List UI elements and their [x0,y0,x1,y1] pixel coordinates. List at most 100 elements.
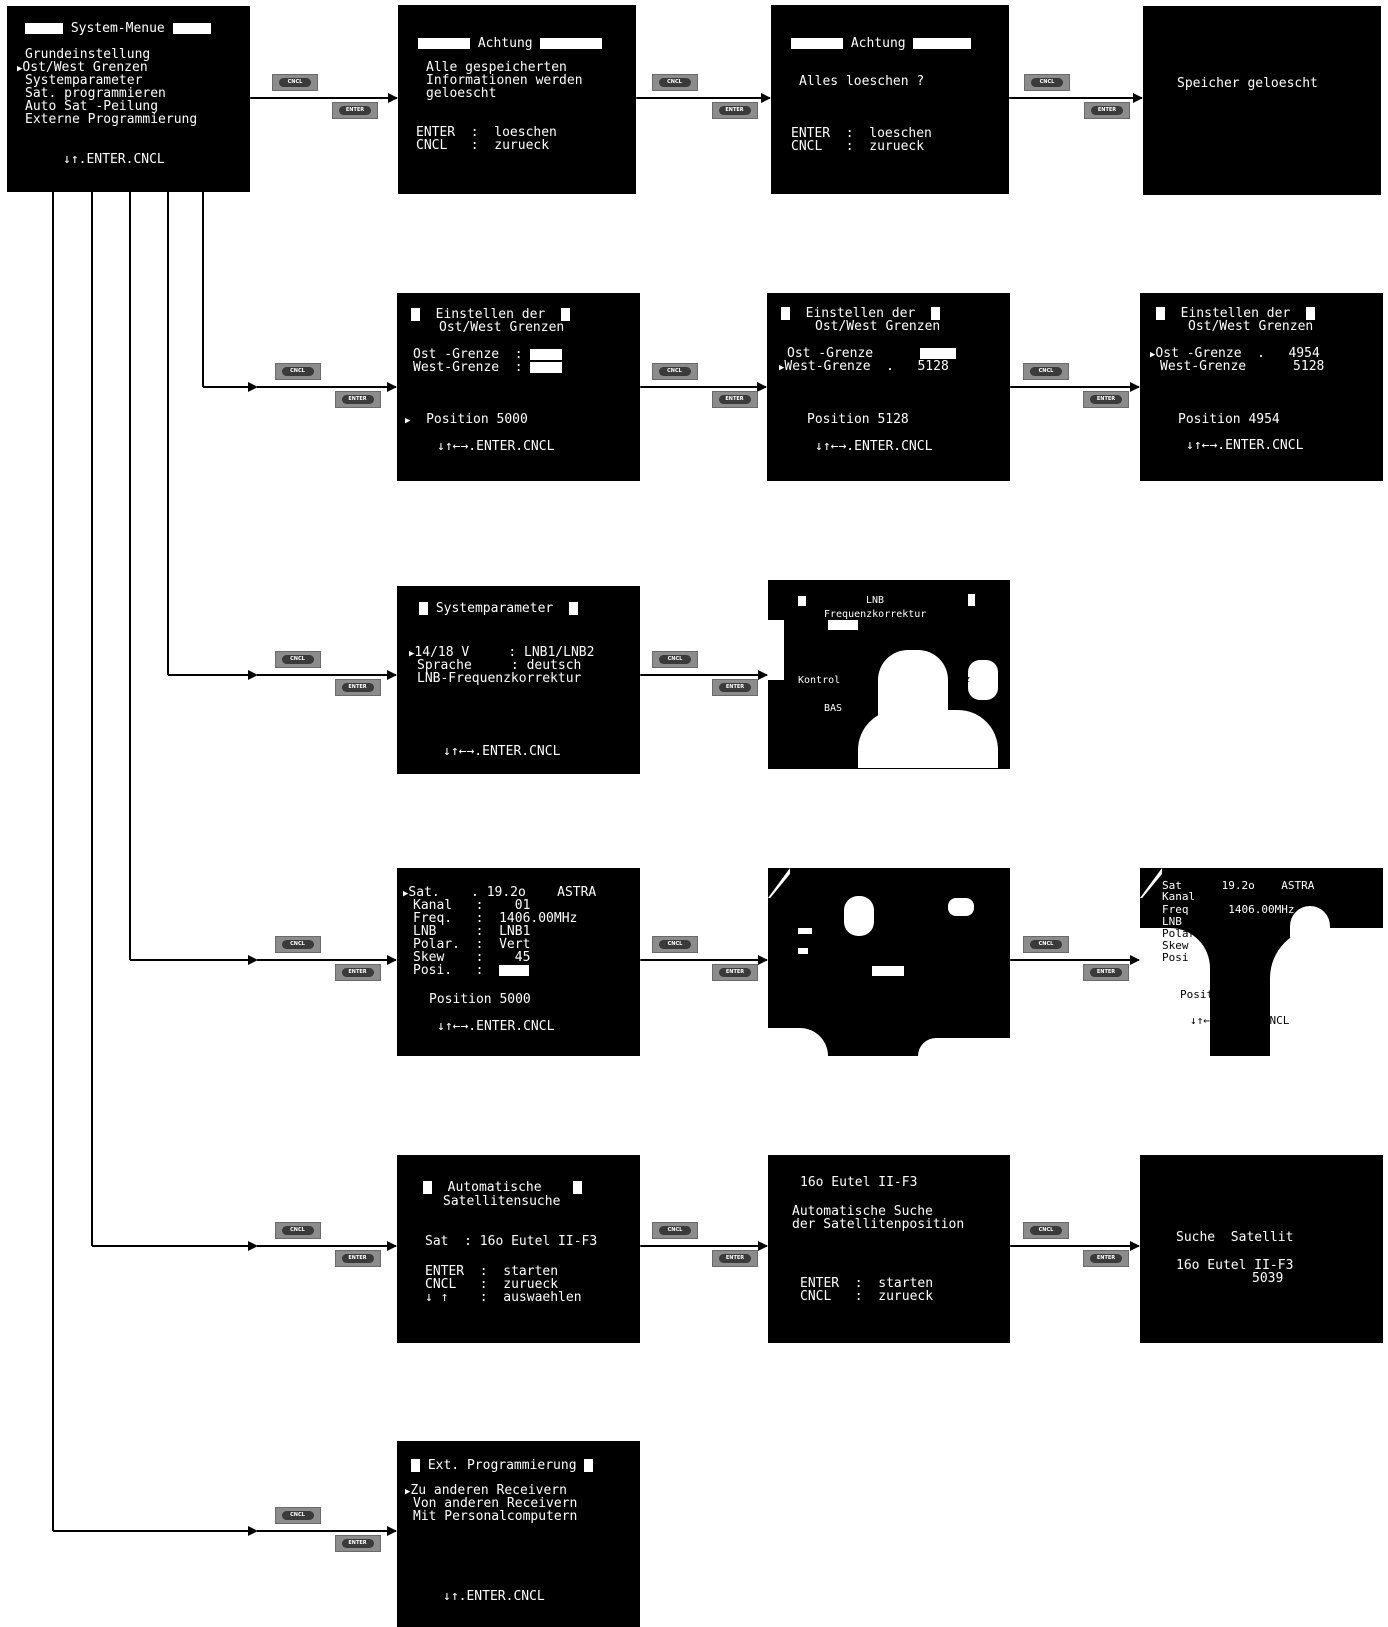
system-menu-screen: System-Menue Grundeinstellung ▶Ost/West … [7,6,250,192]
menu-item: Mit Personalcomputern [413,1509,578,1524]
key-hint: CNCL : zurueck [416,138,550,153]
enter-key-button[interactable]: ENTER [712,1250,758,1267]
enter-key-label: ENTER [719,1254,751,1263]
cncl-key-button[interactable]: CNCL [652,936,698,953]
overlay-text: MHz [954,675,971,685]
cncl-key-button[interactable]: CNCL [1023,363,1069,380]
cncl-key-button[interactable]: CNCL [274,1507,321,1524]
menu-item: Von anderen Receivern [413,1496,578,1511]
ost-west-screen-2: Einstellen der Ost/West Grenzen Ost -Gre… [767,293,1010,481]
cursor-marker: ▶ [17,64,23,74]
cursor-marker: ▶ [779,363,785,373]
cursor-marker: ▶ [1150,350,1156,360]
position-readout: Position 5000 [426,412,528,427]
enter-key-button[interactable]: ENTER [334,964,381,981]
cncl-key-button[interactable]: CNCL [274,1222,321,1239]
east-limit-value: Ost -Grenze . 4954 [1155,346,1320,361]
info-text: der Satellitenposition [792,1217,965,1232]
cncl-key-label: CNCL [658,367,691,376]
enter-key-button[interactable]: ENTER [711,102,758,119]
key-hint: ↓↑←→.ENTER.CNCL [1190,1014,1290,1027]
key-hint: ↓↑←→.ENTER.CNCL [1186,438,1304,453]
enter-key-button[interactable]: ENTER [712,964,758,981]
menu-item: Zu anderen Receivern [410,1483,567,1498]
status-text: Suche Satellit [1176,1230,1294,1245]
sat-row: Polar. : Vert [413,937,531,952]
cncl-key-button[interactable]: CNCL [651,74,698,91]
satellite-name: 16o Eutel II-F3 [800,1175,918,1190]
enter-key-button[interactable]: ENTER [334,1250,381,1267]
cncl-key-button[interactable]: CNCL [651,363,698,380]
key-hint: ENTER : loeschen [416,125,557,140]
ext-programming-screen: Ext. Programmierung ▶Zu anderen Receiver… [397,1441,640,1627]
enter-key-button[interactable]: ENTER [334,391,381,408]
cncl-key-label: CNCL [1030,367,1062,376]
cncl-key-label: CNCL [658,78,691,87]
key-hint: ↓↑←→.ENTER.CNCL [437,1019,555,1034]
auto-search-screen-3: Suche Satellit 16o Eutel II-F3 5039 [1140,1155,1383,1343]
screen-title: Satellitensuche [443,1194,561,1209]
key-hint: ↓↑←→.ENTER.CNCL [443,744,561,759]
menu-item: Externe Programmierung [25,112,198,127]
west-limit-value: West-Grenze 5128 [1160,359,1325,374]
enter-key-button[interactable]: ENTER [711,391,758,408]
sat-row: Kanal : 01 [413,898,531,913]
sat-row: Posi. : [413,963,484,978]
position-readout: Position 5128 [807,412,909,427]
menu-item: Auto Sat -Peilung [25,99,159,114]
cncl-key-button[interactable]: CNCL [272,74,318,91]
enter-key-button[interactable]: ENTER [712,679,758,696]
key-hint: ENTER : starten [800,1276,934,1291]
sat-row: Sat 19.2o ASTRA [1162,879,1315,892]
key-hint: ↓↑.ENTER.CNCL [63,152,165,167]
sat-program-video-screen-3: Sat 19.2o ASTRA Kanal Freq 1406.00MHz LN… [1140,868,1383,1056]
sat-program-screen-1: ▶Sat. . 19.2o ASTRA Kanal : 01 Freq. : 1… [397,868,640,1056]
cncl-key-button[interactable]: CNCL [652,651,698,668]
sat-row: Posi 5033 [1162,951,1255,964]
enter-key-button[interactable]: ENTER [1083,1250,1129,1267]
enter-key-button[interactable]: ENTER [334,679,381,696]
cncl-key-label: CNCL [281,367,314,376]
cncl-key-button[interactable]: CNCL [274,936,321,953]
enter-key-label: ENTER [718,106,751,115]
memory-cleared-screen: Speicher geloescht [1143,6,1381,195]
cncl-key-button[interactable]: CNCL [1023,1222,1069,1239]
enter-key-label: ENTER [719,683,751,692]
cncl-key-button[interactable]: CNCL [652,1222,698,1239]
screen-title: Einstellen der [805,306,916,321]
achtung-screen-1: Achtung Alle gespeicherten Informationen… [398,5,636,194]
menu-item: Sat. programmieren [25,86,166,101]
cncl-key-button[interactable]: CNCL [1024,74,1070,91]
cncl-key-button[interactable]: CNCL [1023,936,1069,953]
cncl-key-button[interactable]: CNCL [274,363,321,380]
enter-key-button[interactable]: ENTER [332,102,378,119]
cncl-key-label: CNCL [279,78,311,87]
cursor-marker: ▶ [405,1487,411,1497]
sat-row: Polar [1162,927,1196,940]
overlay-text: Frequenzkorrektur [824,609,927,620]
cncl-key-label: CNCL [1030,1226,1062,1235]
screen-title: Systemparameter [435,601,554,616]
param-row: Sprache : deutsch [417,658,582,673]
info-text: geloescht [426,86,497,101]
status-text: Speicher geloescht [1177,76,1318,91]
enter-key-button[interactable]: ENTER [1083,964,1129,981]
cncl-key-button[interactable]: CNCL [274,651,321,668]
cncl-key-label: CNCL [659,1226,691,1235]
info-text: Automatische Suche [792,1204,933,1219]
enter-key-button[interactable]: ENTER [1083,391,1129,408]
info-text: Informationen werden [426,73,583,88]
sat-program-video-screen-2 [768,868,1010,1056]
screen-title: Ext. Programmierung [427,1458,577,1473]
sat-row: Freq 1406.00MHz [1162,903,1295,916]
enter-key-button[interactable]: ENTER [334,1535,381,1552]
enter-key-button[interactable]: ENTER [1084,102,1130,119]
screen-title: Automatische [447,1180,542,1195]
cncl-key-label: CNCL [281,1226,314,1235]
position-readout: Position 5033 [1180,988,1267,1001]
key-hint: ↓↑.ENTER.CNCL [443,1589,545,1604]
cncl-key-label: CNCL [659,940,691,949]
west-limit-label: West-Grenze : [413,360,523,375]
